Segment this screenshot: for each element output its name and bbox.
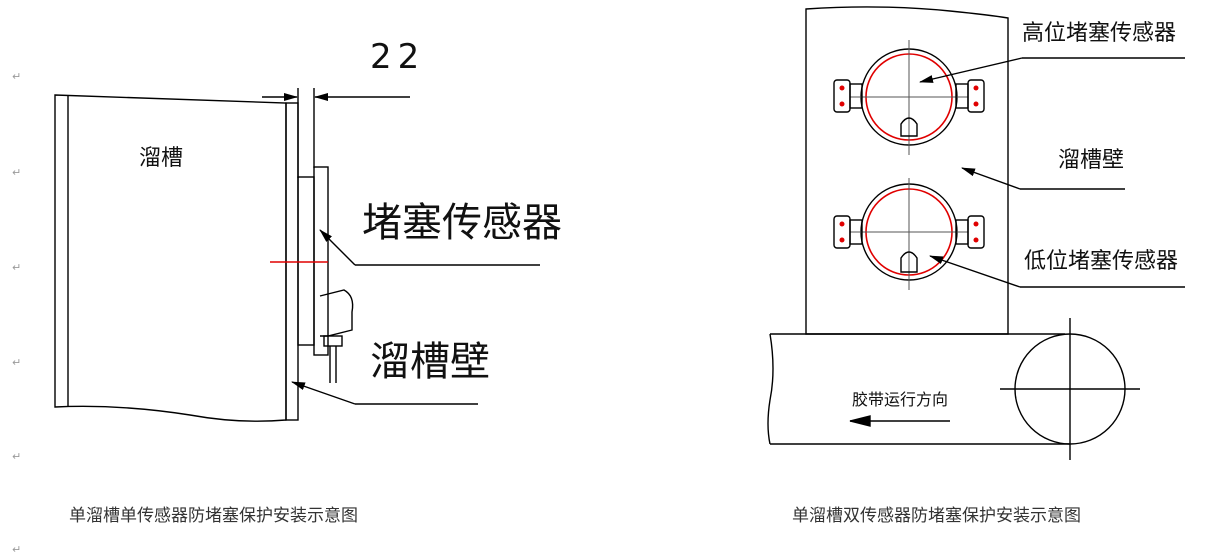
left-diagram xyxy=(54,88,540,422)
paragraph-mark: ↵ xyxy=(12,70,21,83)
paragraph-marks: ↵ ↵ ↵ ↵ ↵ ↵ xyxy=(12,70,21,556)
paragraph-mark: ↵ xyxy=(12,450,21,463)
chute-label: 溜槽 xyxy=(139,146,183,171)
low-blockage-sensor xyxy=(833,178,985,290)
belt-direction-arrow xyxy=(849,415,871,427)
blockage-sensor xyxy=(270,166,354,383)
low-sensor-leader xyxy=(929,255,1185,288)
right-diagram xyxy=(767,6,1185,460)
wall-label-right: 溜槽壁 xyxy=(1058,148,1124,173)
low-sensor-label: 低位堵塞传感器 xyxy=(1024,249,1178,274)
dimension-label: 22 xyxy=(370,37,425,77)
paragraph-mark: ↵ xyxy=(12,543,21,556)
chute-wall-panel xyxy=(805,6,1009,335)
right-caption: 单溜槽双传感器防堵塞保护安装示意图 xyxy=(792,506,1081,526)
chute-body xyxy=(54,94,287,422)
wall-leader xyxy=(291,381,478,405)
wall-label: 溜槽壁 xyxy=(370,339,490,385)
dimension-22 xyxy=(262,88,410,178)
left-caption: 单溜槽单传感器防堵塞保护安装示意图 xyxy=(69,506,358,526)
sensor-label: 堵塞传感器 xyxy=(362,200,562,246)
high-blockage-sensor xyxy=(833,40,985,155)
belt-direction-label: 胶带运行方向 xyxy=(852,390,948,409)
paragraph-mark: ↵ xyxy=(12,356,21,369)
sensor-leader xyxy=(319,229,540,266)
wall-leader-right xyxy=(961,167,1125,190)
high-sensor-leader xyxy=(919,57,1185,83)
belt-conveyor xyxy=(767,318,1140,460)
sensor-connector xyxy=(319,289,354,337)
paragraph-mark: ↵ xyxy=(12,166,21,179)
high-sensor-label: 高位堵塞传感器 xyxy=(1022,21,1176,46)
paragraph-mark: ↵ xyxy=(12,261,21,274)
